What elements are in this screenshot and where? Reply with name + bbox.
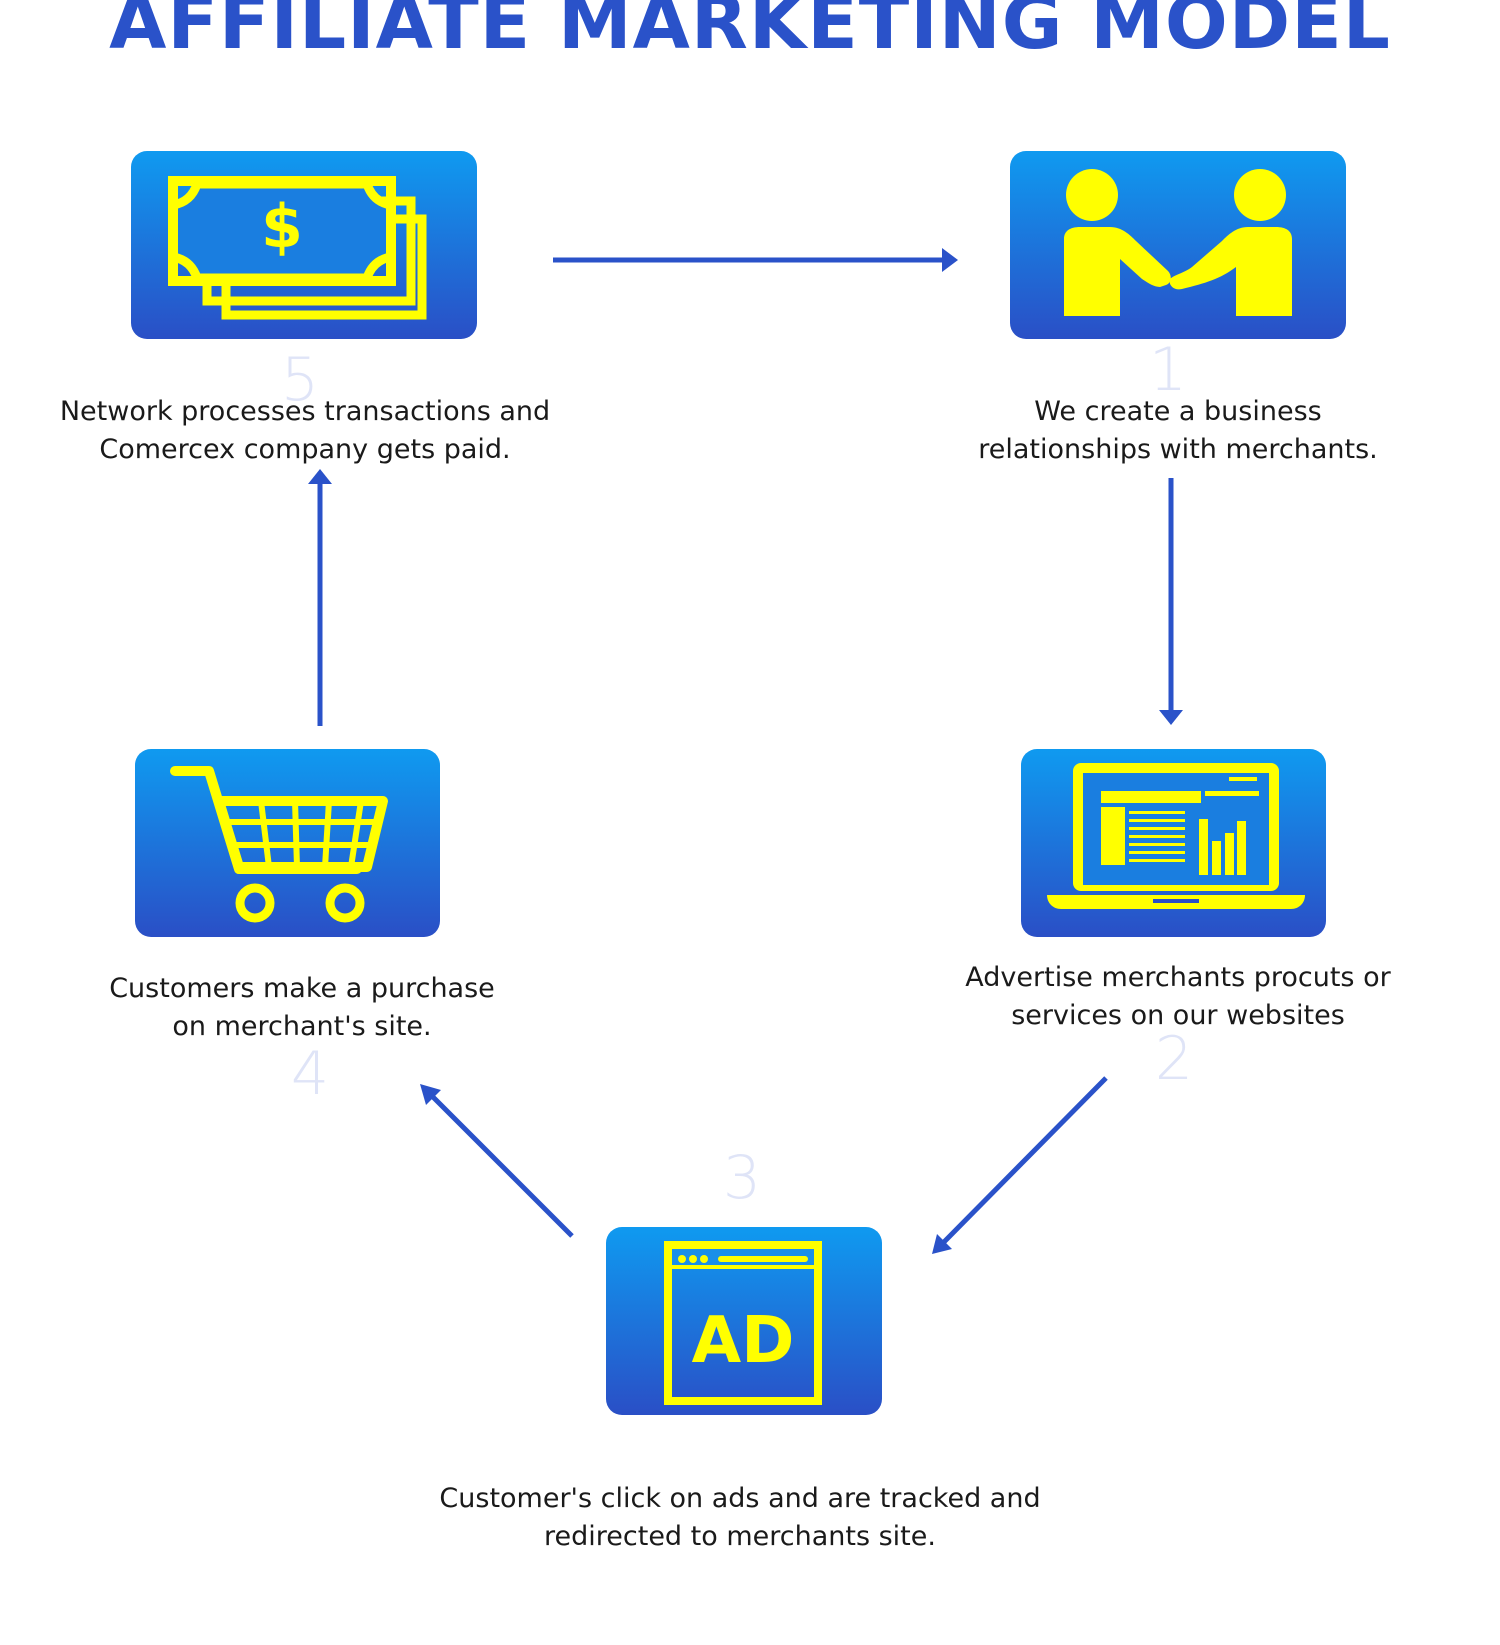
step-5-number: 5 (280, 345, 320, 415)
arrow-3-to-4 (420, 1084, 574, 1238)
arrow-4-to-5 (308, 469, 332, 726)
step-4-number: 4 (290, 1039, 330, 1109)
step-1-caption: We create a business relationships with … (978, 396, 1378, 465)
step-2-caption: Advertise merchants procuts or services … (965, 962, 1391, 1031)
step-5-tile: $ (131, 151, 477, 339)
ad-window-icon: AD (664, 1241, 822, 1405)
arrow-5-to-1 (553, 248, 958, 272)
step-4-tile (135, 749, 440, 937)
step-3-number: 3 (722, 1143, 762, 1213)
money-stack-icon: $ (168, 176, 427, 320)
dollar-sign-text: $ (261, 192, 303, 262)
step-2-number: 2 (1154, 1024, 1194, 1094)
arrow-1-to-2 (1159, 478, 1183, 725)
step-1-tile (1010, 151, 1346, 339)
page-title: AFFILIATE MARKETING MODEL (109, 0, 1391, 66)
step-4-caption: Customers make a purchase on merchant's … (109, 973, 495, 1042)
ad-label-text: AD (692, 1304, 795, 1378)
step-3-tile: AD (606, 1227, 882, 1415)
step-2-tile (1021, 749, 1326, 937)
laptop-dashboard-icon (1047, 763, 1305, 909)
arrow-2-to-3 (932, 1076, 1108, 1254)
step-3-caption: Customer's click on ads and are tracked … (439, 1483, 1041, 1552)
step-1-number: 1 (1148, 335, 1188, 405)
handshake-icon (1064, 169, 1292, 316)
shopping-cart-icon (170, 766, 388, 923)
step-5-caption: Network processes transactions and Comer… (59, 396, 551, 465)
